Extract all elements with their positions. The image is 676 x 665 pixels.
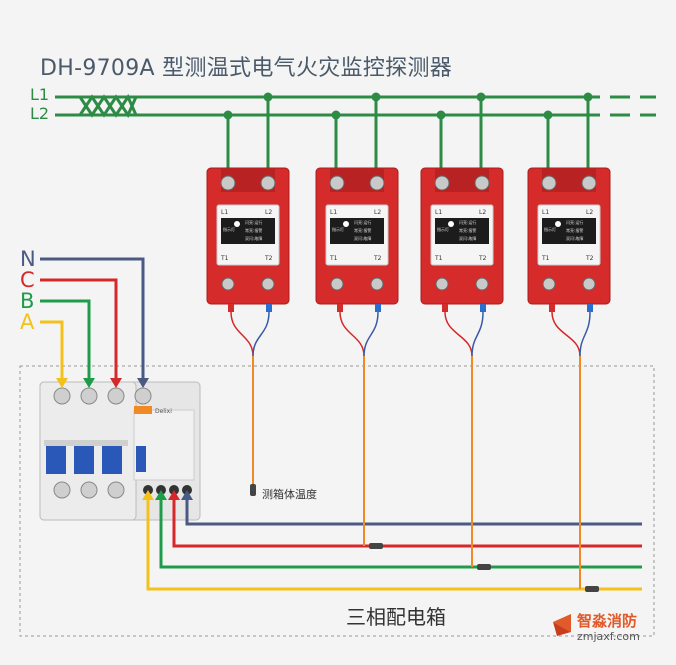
probe-tips [250, 484, 599, 592]
watermark-logo [553, 614, 571, 636]
detector-terminal-t1: T1 [220, 255, 229, 262]
detector-status-3: 双闪:故障 [566, 235, 583, 241]
detector-terminal-t2: T2 [585, 255, 594, 262]
bus-drops [223, 92, 593, 180]
watermark-name: 智淼消防 [577, 612, 638, 630]
circuit-breaker: Delixi [39, 378, 201, 521]
detector-terminal-t2: T2 [478, 255, 487, 262]
phase-label-b: B [20, 289, 35, 313]
detector-terminal-l2: L2 [374, 209, 381, 216]
detector-terminal-l1: L1 [435, 209, 442, 216]
probe-wires [252, 356, 581, 589]
detector-terminal-l2: L2 [265, 209, 272, 216]
bus-lines [55, 93, 656, 119]
phase-label-a: A [20, 310, 35, 334]
line-label-l2: L2 [30, 104, 50, 123]
detector-status-2: 常亮:报警 [566, 227, 583, 233]
detector-terminal-t1: T1 [434, 255, 443, 262]
detector-terminal-t2: T2 [373, 255, 382, 262]
detector-status-1: 闪亮:运行 [459, 219, 476, 225]
detector-terminal-t1: T1 [541, 255, 550, 262]
detector-indicator-label: 指示灯 [544, 226, 556, 232]
phase-label-n: N [20, 247, 36, 271]
line-label-l1: L1 [30, 85, 50, 104]
detector-status-3: 双闪:故障 [459, 235, 476, 241]
phase-label-c: C [20, 268, 35, 292]
detector-terminal-l1: L1 [330, 209, 337, 216]
detector-indicator-label: 指示灯 [332, 226, 344, 232]
detector-terminal-t1: T1 [329, 255, 338, 262]
detector-status-3: 双闪:故障 [354, 235, 371, 241]
detector-terminal-l1: L1 [221, 209, 228, 216]
detector-status-1: 闪亮:运行 [245, 219, 262, 225]
phase-input-wires [40, 257, 145, 385]
breaker-brand: Delixi [155, 408, 172, 415]
detector-terminal-t2: T2 [264, 255, 273, 262]
detector-indicator-label: 指示灯 [437, 226, 449, 232]
phase-output-wires [142, 490, 642, 591]
detector-status-2: 常亮:报警 [459, 227, 476, 233]
distribution-box-outline [19, 365, 655, 637]
detector-terminal-l2: L2 [586, 209, 593, 216]
detector-terminal-l1: L1 [542, 209, 549, 216]
distribution-box-label: 三相配电箱 [346, 605, 446, 629]
watermark-url: zmjaxf.com [577, 630, 640, 643]
detector-status-2: 常亮:报警 [245, 227, 262, 233]
detector-status-1: 闪亮:运行 [354, 219, 371, 225]
detector-status-1: 闪亮:运行 [566, 219, 583, 225]
detector-status-2: 常亮:报警 [354, 227, 371, 233]
page-title: DH-9709A 型测温式电气火灾监控探测器 [40, 56, 453, 81]
detector-terminal-l2: L2 [479, 209, 486, 216]
detector-indicator-label: 指示灯 [223, 226, 235, 232]
detector-status-3: 双闪:故障 [245, 235, 262, 241]
probe-label: 测箱体温度 [262, 488, 317, 501]
